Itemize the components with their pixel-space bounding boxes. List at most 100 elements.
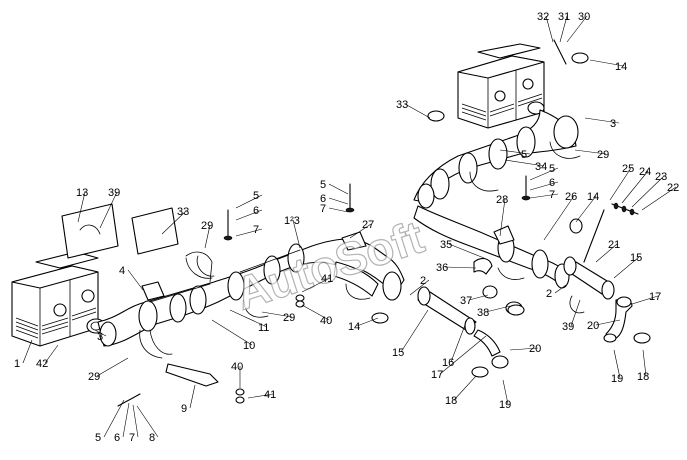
callout-label-c-6a: 6 (114, 432, 120, 444)
callout-label-c-29b: 29 (283, 312, 295, 324)
leader-line-c-29d (574, 149, 607, 155)
callout-label-c-23: 23 (655, 171, 667, 183)
leader-line-c-1_3 (292, 219, 301, 249)
pipe-15-center (417, 286, 509, 369)
callout-label-c-35: 35 (440, 239, 452, 251)
callout-label-c-20a: 20 (529, 343, 541, 355)
leader-line-c-18b (642, 349, 647, 377)
callout-label-c-5c: 5 (320, 179, 326, 191)
support-brackets (139, 141, 581, 387)
callout-label-c-17a: 17 (431, 369, 443, 381)
callout-label-c-19b: 19 (611, 373, 623, 385)
callout-label-c-41b: 41 (321, 273, 333, 285)
leader-line-c-35 (448, 243, 485, 259)
callout-label-c-9: 9 (181, 403, 187, 415)
leader-line-c-25 (609, 167, 632, 201)
leader-line-c-7c (328, 207, 349, 213)
callout-label-c-36: 36 (436, 262, 448, 274)
callout-label-c-24: 24 (639, 166, 651, 178)
leader-line-c-5c (328, 183, 349, 195)
leader-line-c-24 (621, 170, 649, 204)
leader-line-c-19a (502, 379, 509, 405)
leader-line-c-14c (589, 59, 625, 67)
clamps-and-fasteners (117, 39, 651, 407)
callout-label-c-22: 22 (667, 182, 679, 194)
callout-label-c-6d: 6 (549, 177, 555, 189)
leader-line-c-37 (468, 294, 489, 301)
callout-label-c-21: 21 (608, 239, 620, 251)
leader-line-c-6d (529, 181, 559, 191)
leader-line-c-7d (529, 193, 559, 199)
detail-callouts (61, 203, 213, 283)
leader-line-c-33b (404, 103, 431, 119)
leader-line-c-15a (400, 309, 429, 353)
leader-line-c-6b (235, 209, 263, 221)
callout-label-c-20b: 20 (587, 320, 599, 332)
leader-line-c-1 (22, 339, 33, 364)
upper-air-duct (413, 109, 579, 289)
leader-line-c-3a (94, 329, 107, 337)
leader-line-c-28 (499, 198, 506, 237)
callout-label-c-29c: 29 (201, 220, 213, 232)
leader-line-c-13 (77, 191, 86, 223)
leader-line-c-31 (559, 15, 568, 43)
callout-label-c-7a: 7 (129, 432, 135, 444)
leader-line-c-26 (543, 195, 575, 241)
leader-line-c-38 (485, 305, 511, 313)
callout-label-c-18b: 18 (637, 371, 649, 383)
leader-line-c-29c (204, 224, 211, 249)
leader-line-c-6a (122, 402, 130, 438)
leader-line-c-29a (96, 357, 129, 377)
callout-label-c-7b: 7 (253, 224, 259, 236)
callout-label-c-4: 4 (119, 265, 125, 277)
callout-label-c-14b: 14 (587, 191, 599, 203)
callout-label-c-38: 38 (477, 307, 489, 319)
callout-label-c-5e: 5 (521, 149, 527, 161)
callout-label-c-29d: 29 (597, 149, 609, 161)
leader-line-c-19b (613, 349, 621, 379)
callout-label-c-39a: 39 (108, 187, 120, 199)
callout-label-c-28: 28 (496, 194, 508, 206)
leader-line-c-5a (103, 399, 125, 438)
leader-line-c-29b (261, 311, 293, 318)
callout-label-c-39b: 39 (562, 321, 574, 333)
upper-heater-unit (457, 43, 545, 129)
leader-line-c-34 (504, 159, 545, 167)
leader-line-c-42 (44, 344, 59, 364)
callout-label-c-14a: 14 (348, 321, 360, 333)
leader-line-c-22 (641, 186, 677, 211)
leader-line-c-14b (575, 195, 597, 223)
leader-line-c-8 (136, 405, 159, 438)
callout-label-c-33a: 33 (177, 206, 189, 218)
callout-label-c-40b: 40 (320, 315, 332, 327)
callout-label-c-5b: 5 (253, 190, 259, 202)
leader-line-c-5d (529, 167, 559, 181)
callout-label-c-29a: 29 (88, 371, 100, 383)
callout-label-c-13: 13 (76, 187, 88, 199)
callout-label-c-3b: 3 (610, 118, 616, 130)
leader-line-c-11 (229, 309, 268, 328)
leader-line-c-21 (595, 243, 618, 263)
callout-label-c-42: 42 (36, 358, 48, 370)
leader-line-c-41a (247, 393, 274, 399)
callout-label-c-7d: 7 (549, 189, 555, 201)
callout-label-c-2a: 2 (420, 275, 426, 287)
leader-line-c-39a (99, 191, 118, 229)
callout-label-c-19a: 19 (499, 399, 511, 411)
callout-label-c-11: 11 (258, 322, 269, 334)
leader-line-c-3b (584, 117, 620, 124)
leader-line-c-39b (570, 299, 581, 327)
callout-label-c-17b: 17 (649, 291, 661, 303)
callout-label-c-26: 26 (565, 191, 577, 203)
callout-label-c-2b: 2 (546, 288, 552, 300)
callout-label-c-25: 25 (622, 163, 634, 175)
leader-line-c-20a (509, 347, 539, 351)
leader-line-c-5e (499, 149, 531, 155)
callout-label-c-41a: 41 (264, 389, 276, 401)
callout-label-c-5d: 5 (549, 163, 555, 175)
leader-line-c-17a (439, 335, 487, 375)
callout-label-c-5a: 5 (95, 432, 101, 444)
leader-line-c-36 (444, 266, 477, 269)
leader-line-c-7a (132, 404, 139, 438)
